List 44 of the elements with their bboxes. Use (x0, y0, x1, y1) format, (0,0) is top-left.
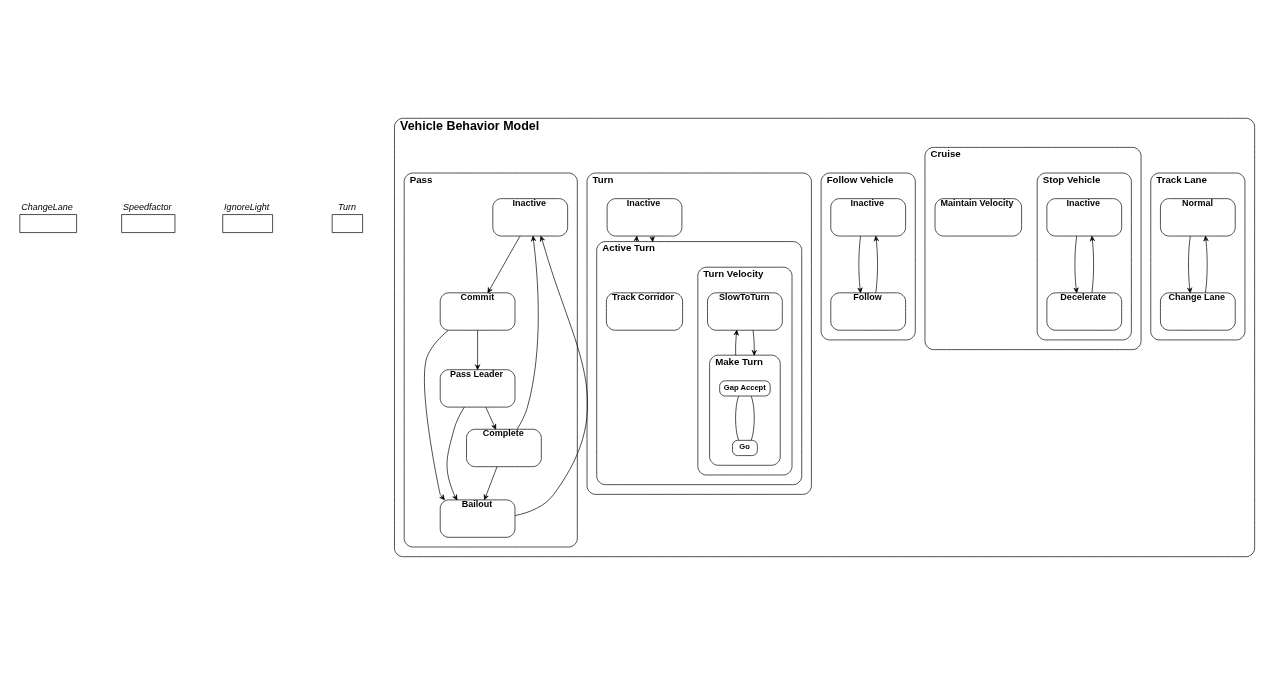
node-box: Pass Leader (439, 369, 516, 408)
arrow (1073, 235, 1079, 294)
node-label: IgnoreLight (224, 202, 270, 212)
arrow (446, 406, 465, 501)
arrow (483, 466, 498, 501)
arrow (1203, 235, 1209, 294)
arrow (485, 406, 497, 430)
connector (750, 395, 755, 441)
node-box (19, 214, 77, 233)
arrow (1187, 235, 1193, 294)
node-label: ChangeLane (21, 202, 73, 212)
node-box: Follow (830, 292, 906, 331)
node-box (331, 214, 363, 233)
node-box: Inactive (1046, 198, 1122, 237)
arrow (514, 235, 588, 516)
node-box: Change Lane (1160, 292, 1236, 331)
node-box: Inactive (492, 198, 568, 237)
arrow (1089, 235, 1095, 294)
arrow (424, 329, 449, 501)
node-box: Commit (439, 292, 516, 331)
node-box (121, 214, 176, 233)
arrow (633, 235, 639, 242)
node-box (222, 214, 273, 233)
node-box: SlowToTurn (707, 292, 783, 331)
node-box: Inactive (830, 198, 906, 237)
node-label: Speedfactor (123, 202, 172, 212)
node-box: Maintain Velocity (934, 198, 1022, 237)
node-box: Go (732, 440, 758, 456)
node-box: Bailout (439, 499, 516, 538)
arrow (475, 329, 481, 370)
arrow (857, 235, 863, 294)
arrow (733, 329, 739, 356)
node-box: Track Corridor (606, 292, 683, 331)
arrow (751, 329, 757, 356)
node-box: Decelerate (1046, 292, 1122, 331)
node-label: Turn (338, 202, 356, 212)
node-box: Gap Accept (719, 380, 771, 397)
arrow (516, 235, 539, 430)
node-box: Complete (466, 428, 542, 467)
arrow (649, 235, 655, 242)
arrow (487, 235, 521, 294)
arrow (873, 235, 879, 294)
connector (735, 395, 739, 441)
node-box: Normal (1160, 198, 1236, 237)
